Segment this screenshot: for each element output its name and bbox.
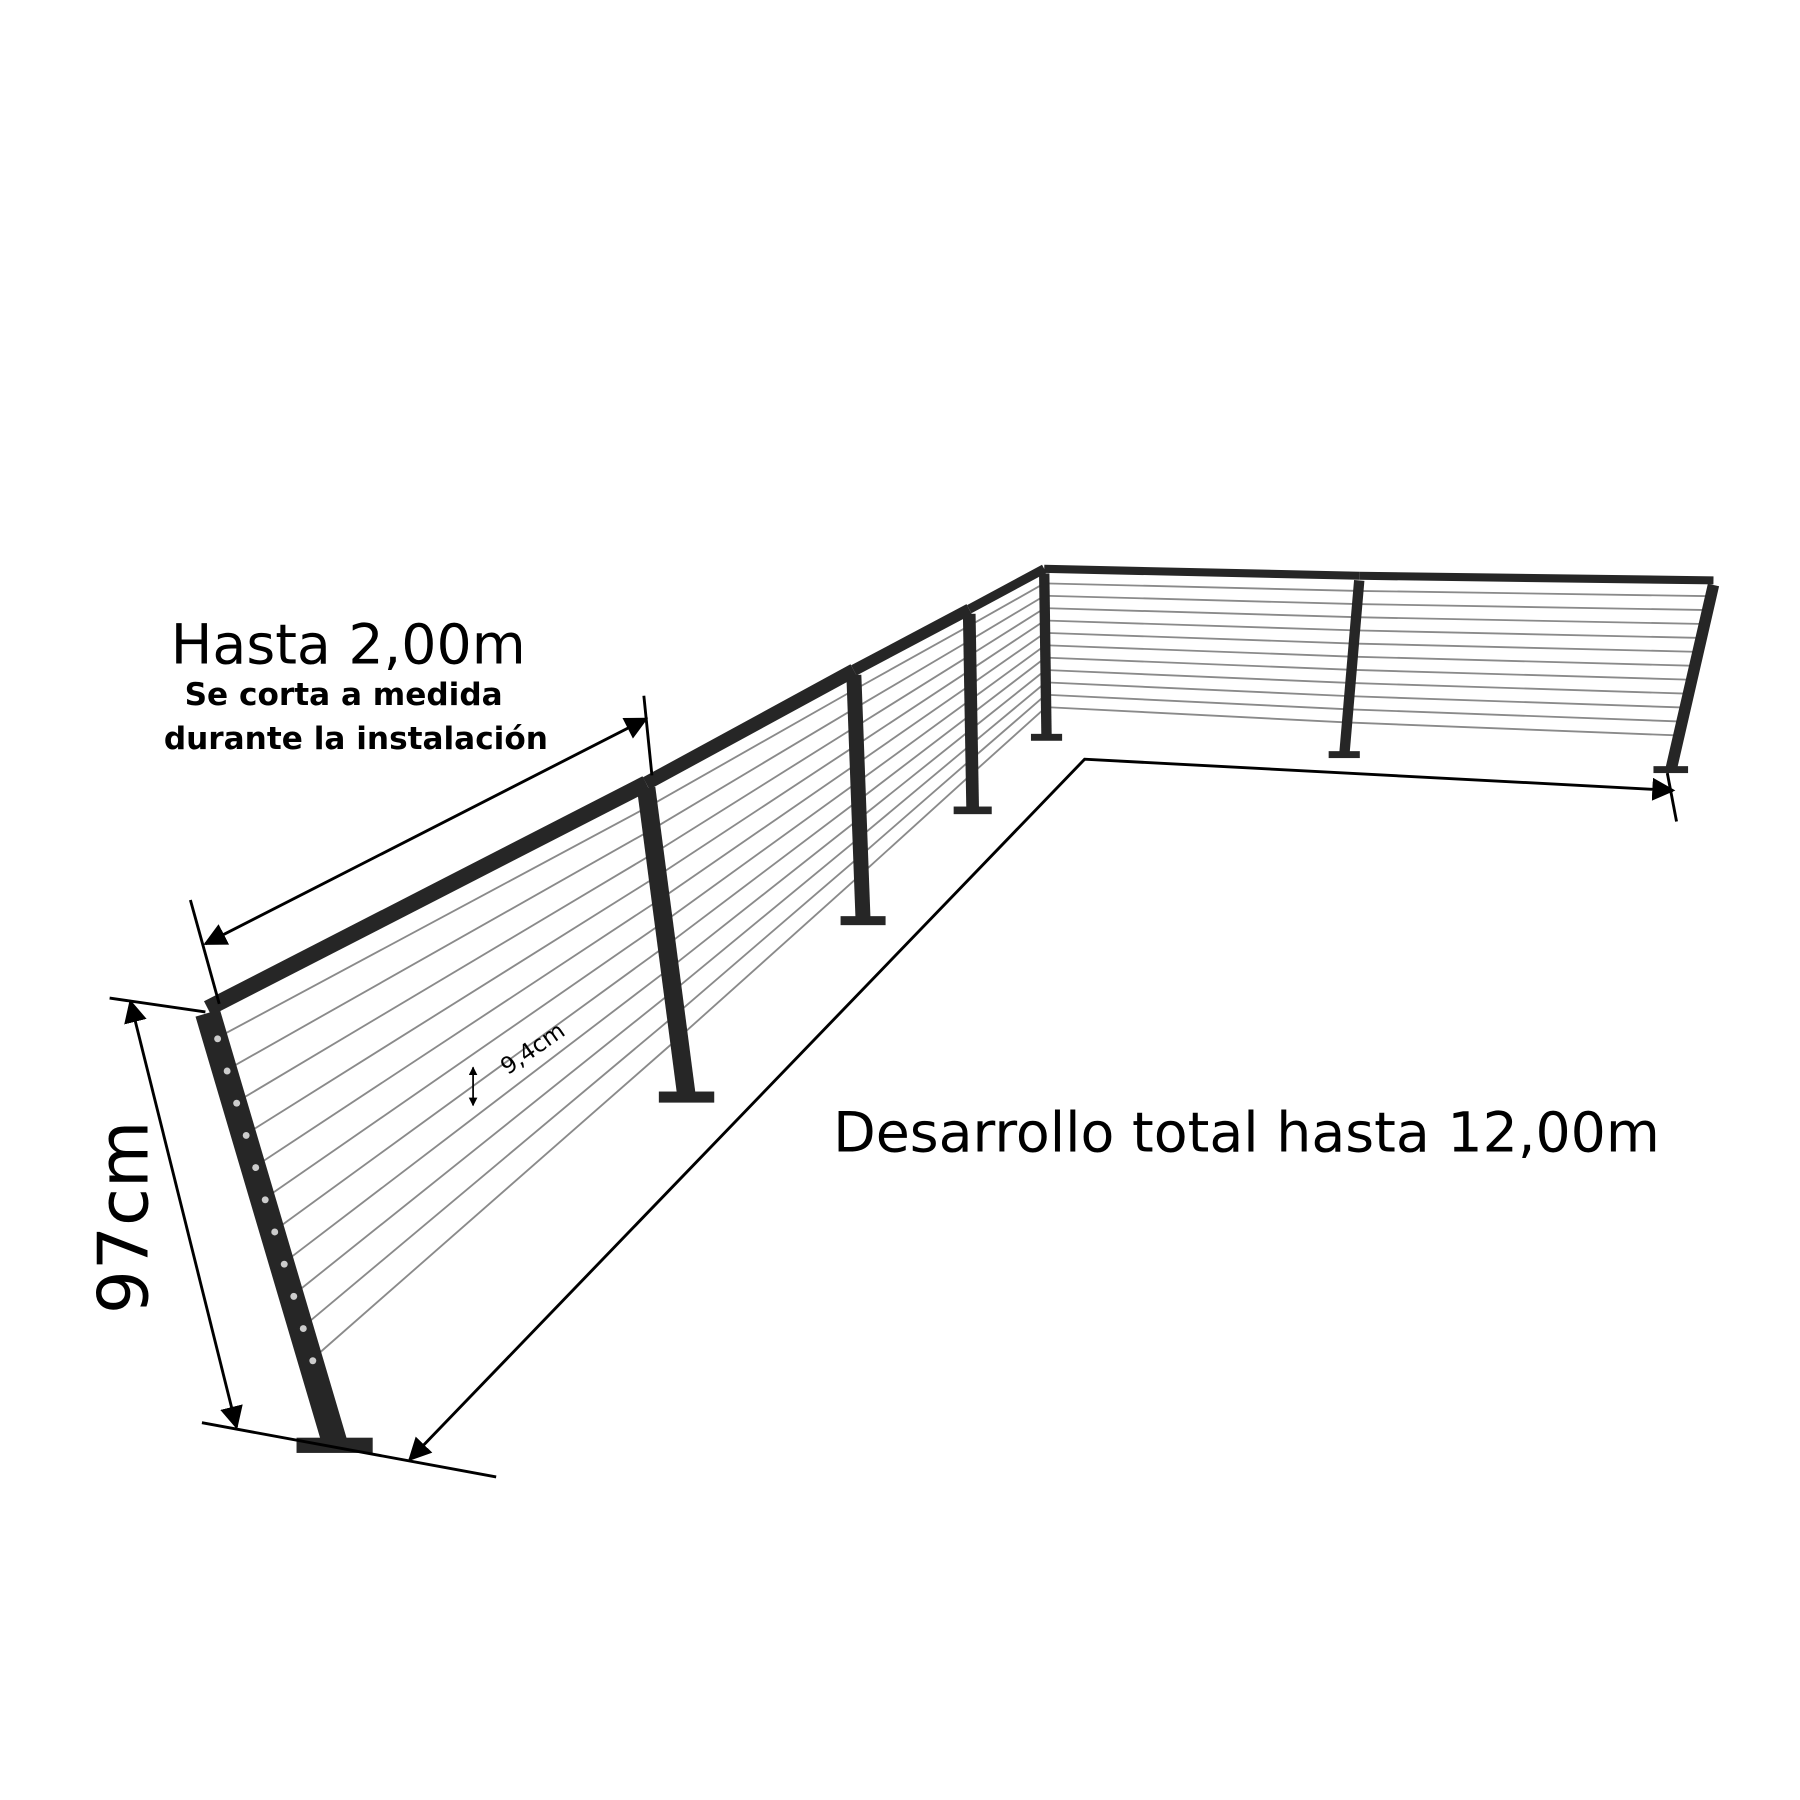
cable	[300, 1013, 677, 1330]
cable-fitting	[299, 1325, 307, 1333]
post	[637, 786, 696, 1098]
cable	[1044, 607, 1357, 619]
section-ext-left	[188, 899, 221, 1005]
cable	[969, 632, 1046, 686]
cable	[856, 684, 972, 765]
cable	[1045, 644, 1353, 658]
cable	[1354, 629, 1702, 639]
total-length-arrow	[408, 757, 1676, 1462]
cable	[855, 669, 971, 746]
cable	[1352, 655, 1695, 667]
cable	[224, 828, 653, 1072]
dimension-lines	[109, 695, 1678, 1479]
cable-fitting	[233, 1099, 241, 1107]
post-base-plate	[296, 1437, 373, 1453]
post	[1039, 573, 1052, 739]
cable	[243, 875, 659, 1137]
cable	[1350, 682, 1689, 695]
cable	[1351, 668, 1692, 681]
post	[962, 613, 980, 812]
cable	[672, 836, 861, 993]
post-base-plate	[1653, 766, 1689, 774]
cable	[855, 654, 971, 728]
section-length-label: Hasta 2,00m	[171, 613, 526, 677]
cable	[970, 644, 1046, 701]
post	[1665, 583, 1720, 773]
top-rail	[967, 564, 1047, 614]
cable	[970, 681, 1047, 745]
cable	[1353, 642, 1699, 653]
cable-fitting	[223, 1067, 231, 1075]
height-ext-bottom	[201, 1421, 497, 1479]
cable	[1358, 589, 1711, 598]
cable	[1045, 631, 1354, 645]
cable	[648, 688, 855, 808]
post-base-plate	[953, 806, 992, 815]
height-label: 97cm	[85, 1121, 165, 1315]
cable-fitting	[271, 1228, 279, 1236]
cable	[854, 639, 971, 709]
post-base-plate	[1328, 751, 1360, 759]
cut-note-line2: durante la instalación	[164, 721, 548, 757]
cable	[969, 619, 1046, 671]
post	[846, 674, 871, 922]
total-length-label: Desarrollo total hasta 12,00m	[833, 1102, 1660, 1166]
post	[1339, 579, 1365, 757]
top-rail	[1359, 571, 1714, 585]
cable-fitting	[290, 1292, 298, 1300]
height-ext-top	[109, 996, 206, 1014]
post-base-plate	[840, 916, 886, 926]
cable	[857, 698, 972, 783]
cable	[1044, 594, 1358, 605]
cable	[1349, 695, 1686, 709]
post-base-plate	[658, 1091, 715, 1103]
cable	[970, 656, 1046, 716]
post-base-plate	[1030, 733, 1063, 741]
cable-fitting	[261, 1196, 269, 1204]
cable-fitting	[242, 1131, 250, 1139]
top-rail	[642, 664, 858, 790]
cable	[969, 607, 1046, 657]
cable	[290, 990, 674, 1298]
section-ext-right	[642, 695, 654, 776]
cable	[271, 944, 668, 1233]
cable	[669, 818, 860, 970]
cable	[970, 669, 1047, 730]
cable	[675, 854, 862, 1016]
cable-fitting	[280, 1260, 288, 1268]
cable	[1045, 681, 1350, 698]
cable	[1356, 616, 1705, 625]
cable	[1046, 706, 1348, 724]
cable	[971, 694, 1047, 760]
cable	[1044, 582, 1359, 592]
cable	[1347, 721, 1679, 737]
cable-fitting	[252, 1164, 260, 1172]
cable	[1045, 669, 1351, 684]
top-rail	[851, 604, 972, 676]
cut-note-line1: Se corta a medida	[185, 677, 503, 713]
cable	[1045, 693, 1349, 711]
cable	[1045, 656, 1352, 671]
top-rail	[1044, 564, 1360, 580]
cable	[859, 743, 973, 838]
cable	[1044, 619, 1355, 632]
cable	[1357, 603, 1708, 612]
cable	[853, 624, 970, 691]
post	[195, 1009, 347, 1446]
cable-fitting	[309, 1357, 317, 1365]
cable-fitting	[214, 1035, 222, 1043]
cable	[678, 873, 862, 1039]
cable	[281, 967, 671, 1265]
cable	[1348, 708, 1683, 723]
cable	[666, 799, 860, 946]
cable	[968, 582, 1045, 627]
cable	[969, 594, 1046, 642]
cable	[971, 706, 1047, 775]
total-ext-right	[1665, 772, 1678, 822]
height-arrow	[124, 999, 243, 1430]
cable-spacing-label: 9,4cm	[496, 1018, 570, 1080]
